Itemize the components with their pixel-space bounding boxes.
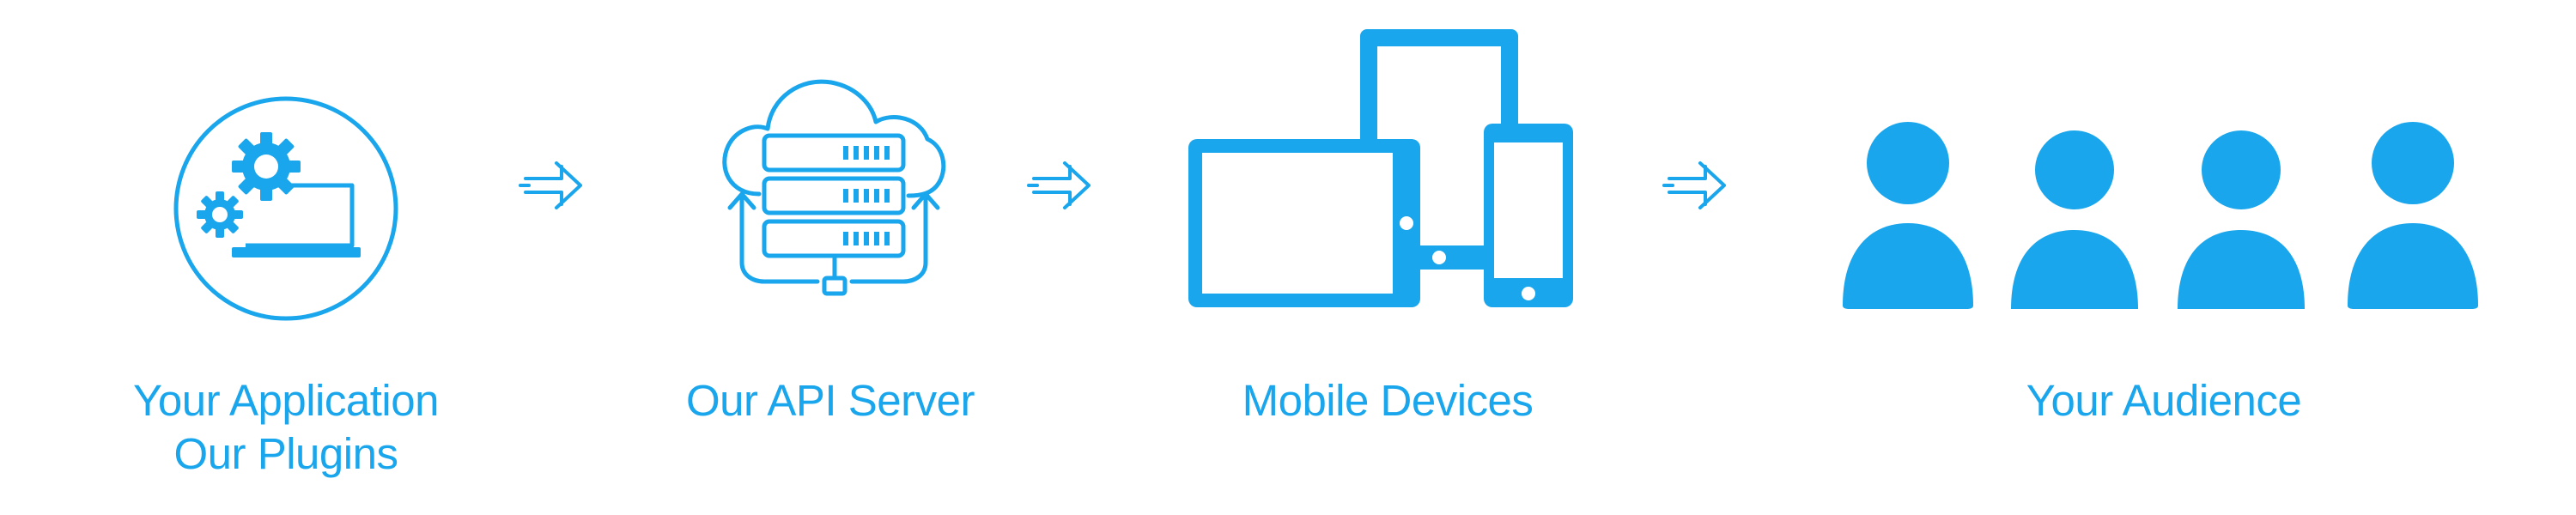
caption-line: Our API Server (686, 376, 975, 425)
caption-line: Your Application (133, 376, 439, 425)
caption-line: Your Audience (2026, 376, 2302, 425)
flow-arrow-icon (1027, 161, 1091, 209)
step-caption-api-server: Our API Server (637, 374, 1024, 427)
flow-arrow-icon (519, 161, 582, 209)
step-caption-audience: Your Audience (1971, 374, 2357, 427)
cloud-server-icon (722, 79, 946, 296)
step-caption-application: Your Application Our Plugins (93, 374, 479, 481)
flow-arrow-icon (1662, 161, 1726, 209)
mobile-devices-icon (1188, 29, 1573, 307)
audience-icon (1843, 122, 2478, 309)
laptop-gears-icon (173, 96, 398, 321)
step-caption-mobile-devices: Mobile Devices (1194, 374, 1581, 427)
caption-line: Mobile Devices (1242, 376, 1534, 425)
caption-line: Our Plugins (173, 429, 398, 478)
